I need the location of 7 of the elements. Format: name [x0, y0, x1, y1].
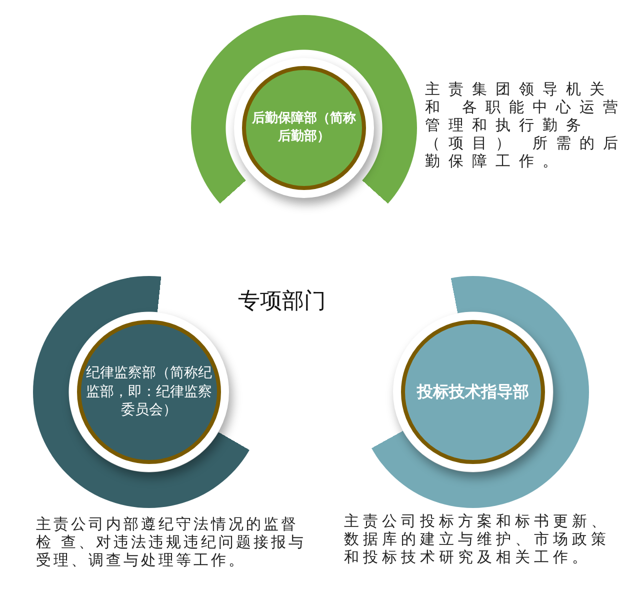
description-text: 主责集团领导机关和 各职能中心运营管理和执行勤务（项目） 所需的后勤保障工作。	[425, 80, 628, 170]
department-name: 投标技术指导部	[416, 381, 530, 403]
description-text: 主责公司内部遵纪守法情况的监督检 查、对违法违规违纪问题接报与受理、调查与处理等工作。	[36, 515, 307, 569]
description-text: 主责公司投标方案和标书更新、数据库的建立与维护、市场政策和投标技术研究及相关工作。	[344, 512, 611, 566]
department-name: 纪律监察部（简称纪监部，即：纪律监察委员会）	[85, 364, 213, 420]
diagram-title: 专项部门	[238, 288, 326, 316]
department-name: 后勤保障部（简称后勤部）	[250, 110, 357, 146]
